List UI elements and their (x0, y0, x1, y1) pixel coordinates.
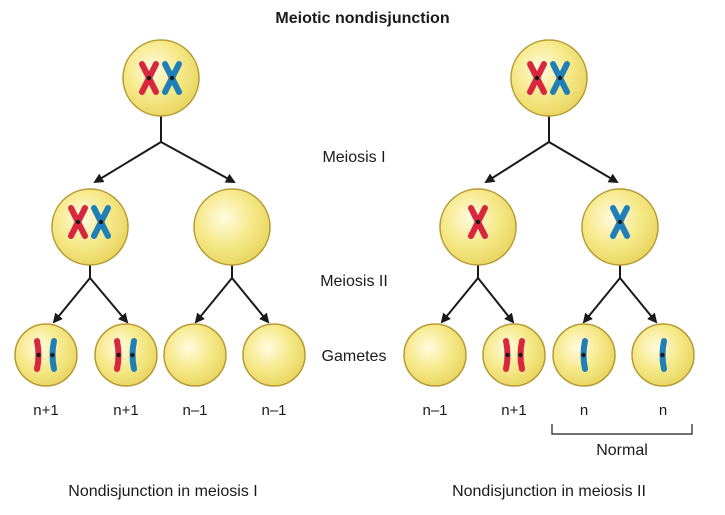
right-gamete-2 (482, 323, 546, 387)
blue-chromosome (659, 338, 667, 372)
red-chromosome (34, 338, 42, 372)
left-gamete-1 (14, 323, 78, 387)
blue-chromosome (49, 338, 57, 372)
normal-bracket (551, 424, 693, 435)
left-mi-cell-1 (51, 188, 129, 266)
right-branch-arrows (440, 115, 658, 324)
left-mi-cell-2-empty (193, 188, 271, 266)
right-panel-caption: Nondisjunction in meiosis II (452, 483, 646, 500)
red-chromosome-pair (139, 61, 159, 95)
normal-bracket-label: Normal (596, 442, 648, 459)
left-gamete-label-3: n–1 (182, 402, 208, 419)
red-chromosome-pair (468, 205, 488, 239)
blue-chromosome (129, 338, 137, 372)
right-gamete-label-4: n (658, 402, 668, 419)
left-gamete-2 (94, 323, 158, 387)
left-gamete-4-empty (242, 323, 306, 387)
left-gamete-label-4: n–1 (261, 402, 287, 419)
left-branch-arrows (52, 115, 270, 324)
right-gamete-1-empty (403, 323, 467, 387)
left-gamete-label-2: n+1 (113, 402, 139, 419)
blue-chromosome (580, 338, 588, 372)
blue-chromosome-pair (91, 205, 111, 239)
right-gamete-label-1: n–1 (422, 402, 448, 419)
right-parent-cell (510, 39, 588, 117)
red-chromosome (517, 338, 525, 372)
diagram-title: Meiotic nondisjunction (275, 10, 450, 27)
left-gamete-3-empty (163, 323, 227, 387)
stage-label-meiosis-1: Meiosis I (322, 149, 386, 166)
left-gamete-label-1: n+1 (33, 402, 59, 419)
right-mi-cell-2 (581, 188, 659, 266)
red-chromosome (114, 338, 122, 372)
red-chromosome (503, 338, 511, 372)
stage-label-meiosis-2: Meiosis II (320, 273, 388, 290)
blue-chromosome-pair (162, 61, 182, 95)
right-gamete-4 (631, 323, 695, 387)
red-chromosome-pair (527, 61, 547, 95)
left-parent-cell (122, 39, 200, 117)
left-panel-caption: Nondisjunction in meiosis I (68, 483, 258, 500)
right-gamete-3 (552, 323, 616, 387)
right-gamete-label-3: n (579, 402, 589, 419)
right-gamete-label-2: n+1 (501, 402, 527, 419)
right-mi-cell-1 (439, 188, 517, 266)
blue-chromosome-pair (550, 61, 570, 95)
blue-chromosome-pair (610, 205, 630, 239)
red-chromosome-pair (68, 205, 88, 239)
stage-label-gametes: Gametes (321, 348, 387, 365)
